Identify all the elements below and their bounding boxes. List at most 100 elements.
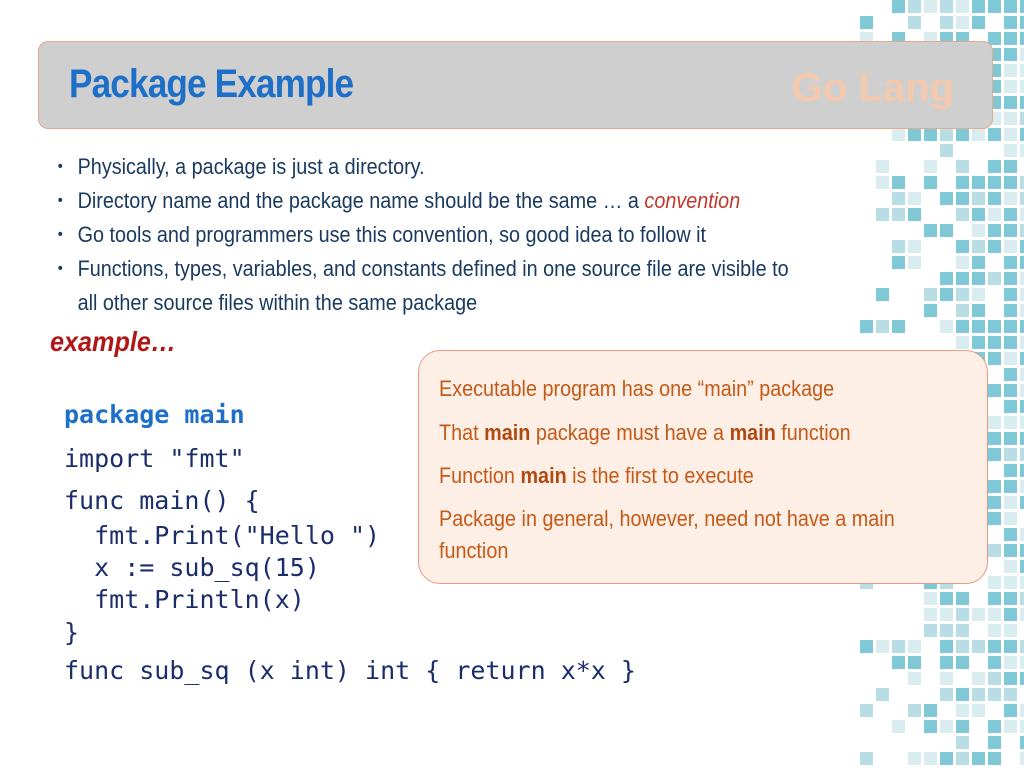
convention-emphasis: convention [644,188,741,213]
decorative-tile [1004,576,1017,589]
decorative-tile [1020,64,1024,77]
decorative-tile [956,752,969,765]
decorative-tile [924,288,937,301]
decorative-tile [940,720,953,733]
decorative-tile [1004,704,1017,717]
decorative-tile [1020,208,1024,221]
decorative-tile [908,0,921,13]
list-item: • Directory name and the package name sh… [56,184,812,218]
decorative-tile [1004,368,1017,381]
decorative-tile [908,192,921,205]
decorative-tile [1004,256,1017,269]
decorative-tile [940,624,953,637]
code-line: fmt.Print("Hello ") [64,521,381,550]
decorative-tile [1004,112,1017,125]
decorative-tile [940,608,953,621]
decorative-tile [956,0,969,13]
callout-line: Executable program has one “main” packag… [439,376,835,401]
decorative-tile [988,224,1001,237]
decorative-tile [956,624,969,637]
decorative-tile [1004,400,1017,413]
decorative-tile [1020,640,1024,653]
decorative-tile [1004,416,1017,429]
decorative-tile [924,160,937,173]
decorative-tile [1004,32,1017,45]
decorative-tile [908,752,921,765]
decorative-tile [860,16,873,29]
decorative-tile [988,512,1001,525]
decorative-tile [972,176,985,189]
decorative-tile [1020,448,1024,461]
decorative-tile [1020,592,1024,605]
decorative-tile [940,288,953,301]
decorative-tile [972,608,985,621]
code-line: func sub_sq (x int) int { return x*x } [64,656,636,685]
decorative-tile [940,688,953,701]
decorative-tile [988,32,1001,45]
list-item: • Go tools and programmers use this conv… [56,218,812,252]
decorative-tile [1004,608,1017,621]
decorative-tile [956,16,969,29]
decorative-tile [988,624,1001,637]
decorative-tile [1020,544,1024,557]
code-line: } [64,618,80,647]
decorative-tile [972,752,985,765]
decorative-tile [972,640,985,653]
bullet-icon: • [57,158,63,175]
decorative-tile [1020,672,1024,685]
decorative-tile [940,656,953,669]
decorative-tile [972,320,985,333]
decorative-tile [892,0,905,13]
decorative-tile [972,16,985,29]
decorative-tile [1020,256,1024,269]
bullet-text: Functions, types, variables, and constan… [77,256,789,315]
decorative-tile [988,160,1001,173]
decorative-tile [1020,368,1024,381]
decorative-tile [988,192,1001,205]
decorative-tile [1004,672,1017,685]
decorative-tile [1004,544,1017,557]
decorative-tile [956,592,969,605]
callout-line: That main package must have a main funct… [439,420,851,445]
decorative-tile [940,640,953,653]
decorative-tile [988,432,1001,445]
decorative-tile [940,224,953,237]
decorative-tile [876,640,889,653]
decorative-tile [940,592,953,605]
decorative-tile [988,752,1001,765]
decorative-tile [1020,752,1024,765]
decorative-tile [1020,32,1024,45]
decorative-tile [924,752,937,765]
decorative-tile [972,688,985,701]
brand-label: Go Lang [791,66,954,110]
decorative-tile [1020,272,1024,285]
decorative-tile [1004,336,1017,349]
decorative-tile [956,320,969,333]
decorative-tile [956,736,969,749]
decorative-tile [1020,608,1024,621]
decorative-tile [956,176,969,189]
bullet-text: Physically, a package is just a director… [77,154,425,179]
decorative-tile [988,352,1001,365]
decorative-tile [1004,16,1017,29]
decorative-tile [860,752,873,765]
decorative-tile [876,160,889,173]
decorative-tile [1004,720,1017,733]
decorative-tile [892,176,905,189]
decorative-tile [956,208,969,221]
decorative-tile [876,208,889,221]
decorative-tile [988,336,1001,349]
code-line: x := sub_sq(15) [64,553,320,582]
decorative-tile [1020,656,1024,669]
decorative-tile [924,720,937,733]
decorative-tile [924,704,937,717]
list-item: • Physically, a package is just a direct… [56,150,812,184]
decorative-tile [956,640,969,653]
decorative-tile [876,688,889,701]
decorative-tile [1004,464,1017,477]
decorative-tile [1004,160,1017,173]
decorative-tile [972,288,985,301]
decorative-tile [988,688,1001,701]
decorative-tile [1004,448,1017,461]
decorative-tile [1004,320,1017,333]
